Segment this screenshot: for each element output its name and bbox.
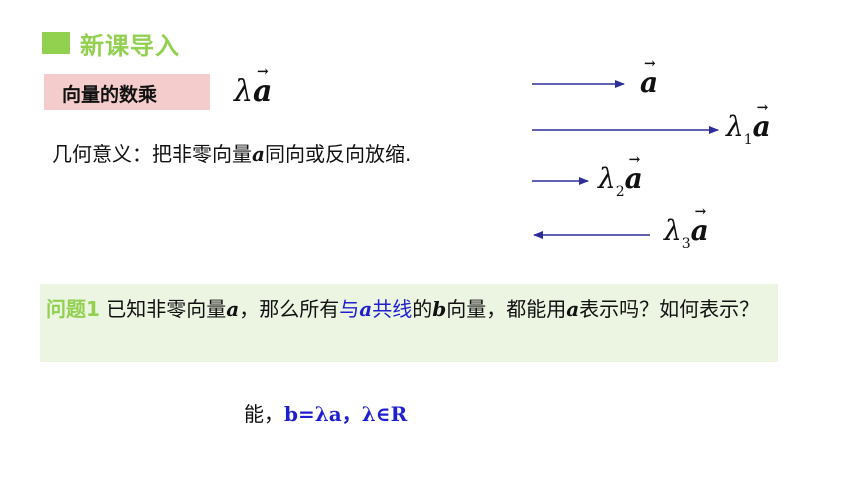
geometric-meaning: 几何意义：把非零向量a同向或反向放缩.	[52, 142, 412, 166]
question-text: 问题1 已知非零向量a，那么所有与a共线的b向量，都能用a表示吗？如何表示？	[46, 297, 760, 321]
answer-expression: b=λa	[284, 402, 342, 426]
topic-tag	[44, 74, 210, 110]
vector-label-lambda1: λ1→a	[726, 100, 771, 148]
topic-tag-label: 向量的数乘	[62, 84, 158, 106]
lambda-symbol: λ	[234, 74, 254, 109]
collinear-highlight: 与a共线	[339, 297, 413, 321]
section-title: 新课导入	[80, 32, 180, 60]
vector-a: →a	[253, 64, 273, 109]
section-marker	[42, 32, 70, 54]
question-label: 问题1	[46, 297, 100, 321]
vector-arrow-icon: →	[257, 64, 269, 80]
answer-domain: λ∈R	[361, 402, 408, 426]
vector-label-lambda3: λ3→a	[664, 204, 709, 252]
vector-label-a: →a	[640, 56, 659, 99]
meaning-var-a: a	[252, 142, 265, 166]
vector-label-lambda2: λ2→a	[598, 152, 643, 200]
answer-line: 能，b=λa，λ∈R	[244, 402, 408, 426]
lambda-a-formula: λ→a	[234, 64, 273, 109]
question-box	[40, 284, 778, 362]
